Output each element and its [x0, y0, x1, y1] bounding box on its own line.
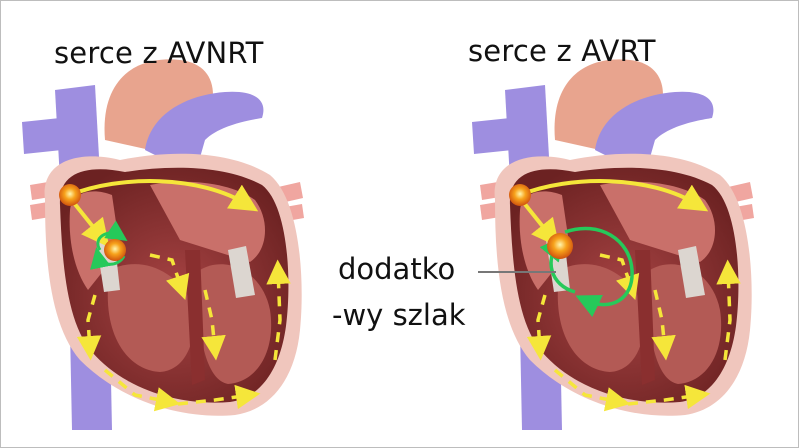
title-avnrt: serce z AVNRT: [54, 36, 264, 70]
av-node-right: [547, 233, 573, 259]
av-node-left: [104, 239, 126, 261]
heart-avnrt: [22, 59, 304, 430]
heart-avrt: [472, 59, 754, 430]
annotation-line-2: -wy szlak: [332, 298, 466, 332]
title-avrt: serce z AVRT: [468, 34, 656, 68]
annotation-line-1: dodatko: [338, 252, 455, 286]
